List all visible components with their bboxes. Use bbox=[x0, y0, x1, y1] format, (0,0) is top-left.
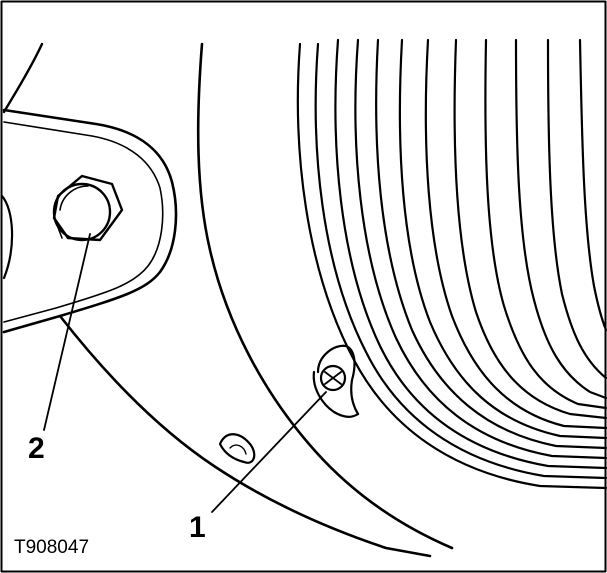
top-left-arc bbox=[2, 42, 44, 114]
leader-line-1 bbox=[211, 391, 327, 513]
left-edge-arc bbox=[0, 194, 14, 280]
mounting-bracket bbox=[2, 108, 178, 334]
screw-item-1 bbox=[319, 364, 347, 392]
figure-code: T908047 bbox=[14, 537, 90, 558]
callout-label-2: 2 bbox=[28, 432, 45, 465]
bolt-item-2 bbox=[52, 174, 124, 242]
housing-body bbox=[58, 42, 454, 558]
filter-pleats bbox=[296, 38, 607, 490]
housing-slot bbox=[218, 433, 256, 464]
leader-line-2 bbox=[43, 233, 91, 431]
callout-label-1: 1 bbox=[189, 511, 206, 544]
